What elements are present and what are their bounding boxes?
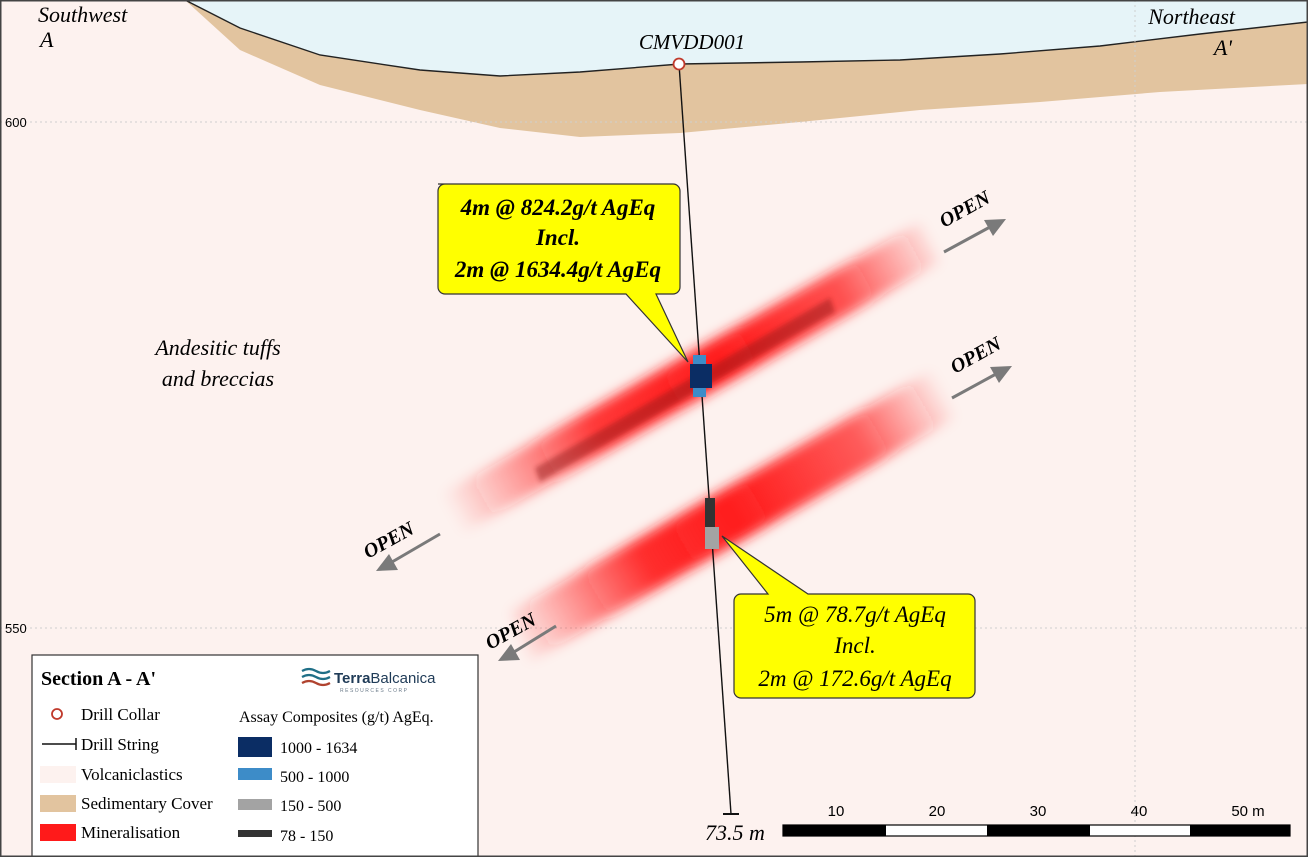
legend-assay-label: 150 - 500 <box>280 798 341 815</box>
legend-sedimentary-cover-swatch <box>40 795 76 812</box>
drill-collar-marker <box>672 57 686 71</box>
end-of-hole-depth-label: 73.5 m <box>705 820 765 845</box>
legend-assay-label: 500 - 1000 <box>280 769 349 786</box>
drillhole-name-label: CMVDD001 <box>639 30 745 54</box>
scale-bar-label: 50 m <box>1231 803 1264 820</box>
callout-text: Incl. <box>833 633 876 658</box>
legend-assay-label: 78 - 150 <box>280 828 333 845</box>
open-arrow-lower-left <box>498 624 557 661</box>
scale-bar-label: 30 <box>1030 803 1047 820</box>
scale-bar: 10 20 30 40 50 m <box>782 803 1291 837</box>
legend-item-label: Sedimentary Cover <box>81 794 213 813</box>
company-logo: TerraBalcanica RESOURCES CORP <box>301 667 436 694</box>
section-southwest-label: Southwest <box>38 2 128 27</box>
scale-bar-label: 10 <box>828 803 845 820</box>
rock-type-label: and breccias <box>162 366 274 391</box>
callout-text: Incl. <box>535 225 580 250</box>
legend-volcaniclastics-swatch <box>40 766 76 783</box>
legend-assay-swatch-150-500 <box>238 799 272 810</box>
legend-item-label: Drill String <box>81 735 159 754</box>
section-northeast-label: Northeast <box>1147 4 1236 29</box>
legend-assay-label: 1000 - 1634 <box>280 740 357 757</box>
assay-interval-78-150 <box>705 498 715 532</box>
legend-assay-swatch-1000-1634 <box>238 737 272 757</box>
legend-assay-swatch-78-150 <box>238 830 272 837</box>
logo-subtext: RESOURCES CORP <box>340 688 409 694</box>
intercept-callout-upper: 4m @ 824.2g/t AgEq Incl. 2m @ 1634.4g/t … <box>437 183 689 363</box>
logo-text: TerraBalcanica <box>334 670 436 687</box>
callout-text: 2m @ 172.6g/t AgEq <box>758 666 951 691</box>
section-point-a-prime-label: A' <box>1212 35 1232 60</box>
assay-interval-1000-1634 <box>690 364 712 388</box>
callout-text: 5m @ 78.7g/t AgEq <box>764 602 946 627</box>
elevation-tick-label: 600 <box>5 115 27 130</box>
open-arrow-upper-left <box>376 532 441 571</box>
rock-type-label: Andesitic tuffs <box>153 335 280 360</box>
lower-mineralised-zone <box>510 368 955 662</box>
legend-title: Section A - A' <box>41 668 156 690</box>
legend-assay-title: Assay Composites (g/t) AgEq. <box>239 709 434 726</box>
legend-item-label: Drill Collar <box>81 705 160 724</box>
legend-mineralisation-swatch <box>40 824 76 841</box>
legend-drill-collar-symbol <box>51 708 63 720</box>
callout-text: 2m @ 1634.4g/t AgEq <box>454 257 661 282</box>
section-point-a-label: A <box>38 27 54 52</box>
drill-string <box>678 63 732 815</box>
open-arrow-lower-right <box>951 366 1012 400</box>
upper-zone-core <box>535 298 835 482</box>
scale-bar-label: 20 <box>929 803 946 820</box>
legend: Section A - A' TerraBalcanica RESOURCES … <box>31 654 479 858</box>
callout-text: 4m @ 824.2g/t AgEq <box>460 195 656 220</box>
intercept-callout-lower: 5m @ 78.7g/t AgEq Incl. 2m @ 172.6g/t Ag… <box>721 535 976 699</box>
legend-item-label: Mineralisation <box>81 823 181 842</box>
elevation-tick-label: 550 <box>5 621 27 636</box>
assay-interval-150-500 <box>705 527 719 549</box>
open-arrow-upper-right <box>943 219 1006 254</box>
scale-bar-label: 40 <box>1131 803 1148 820</box>
legend-assay-swatch-500-1000 <box>238 768 272 780</box>
legend-item-label: Volcaniclastics <box>81 765 183 784</box>
